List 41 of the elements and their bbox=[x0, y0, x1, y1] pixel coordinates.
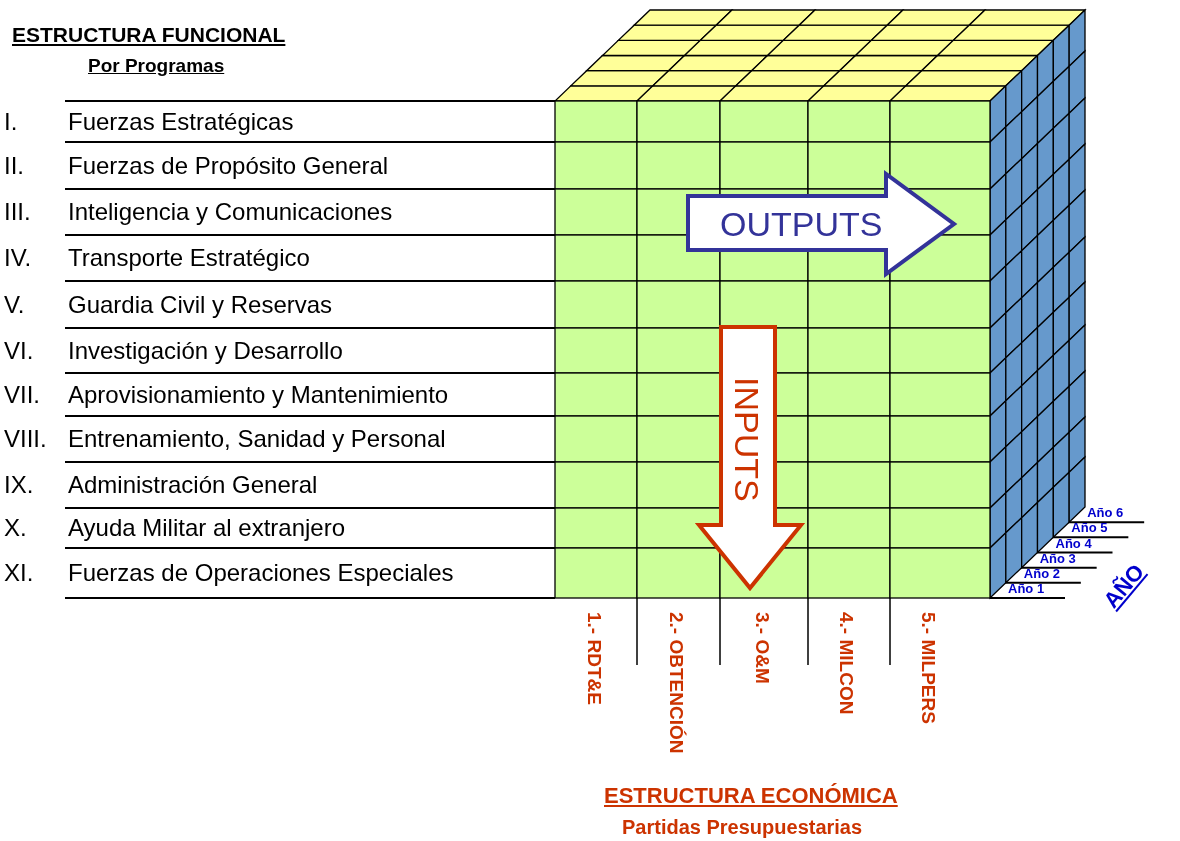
subheading: Por Programas bbox=[88, 56, 225, 75]
row-label: Fuerzas de Propósito General bbox=[68, 153, 389, 178]
row-numeral: II. bbox=[4, 153, 24, 178]
subheading: Partidas Presupuestarias bbox=[622, 817, 863, 837]
row-numeral: VI. bbox=[4, 338, 34, 363]
row-numeral: IX. bbox=[4, 473, 34, 497]
heading: ESTRUCTURA ECONÓMICA bbox=[604, 785, 898, 807]
row-label: Inteligencia y Comunicaciones bbox=[68, 200, 393, 224]
year-label: Año 6 bbox=[1087, 506, 1124, 520]
row-label: Ayuda Militar al extranjero bbox=[68, 516, 346, 540]
arrow-label: INPUTS bbox=[730, 377, 764, 502]
row-label: Fuerzas Estratégicas bbox=[68, 109, 294, 134]
row-numeral: X. bbox=[4, 516, 27, 540]
year-label: Año 4 bbox=[1055, 536, 1092, 550]
row-numeral: III. bbox=[4, 200, 31, 224]
heading: ESTRUCTURA FUNCIONAL bbox=[12, 24, 286, 45]
column-label: 2.- OBTENCIÓN bbox=[667, 612, 686, 754]
year-label: Año 5 bbox=[1071, 521, 1108, 535]
row-label: Fuerzas de Operaciones Especiales bbox=[68, 561, 454, 585]
year-label: Año 2 bbox=[1023, 566, 1060, 580]
row-label: Transporte Estratégico bbox=[68, 246, 310, 270]
row-label: Entrenamiento, Sanidad y Personal bbox=[68, 427, 446, 451]
row-numeral: VII. bbox=[4, 382, 40, 407]
row-numeral: XI. bbox=[4, 561, 34, 585]
row-numeral: I. bbox=[4, 109, 18, 134]
row-label: Guardia Civil y Reservas bbox=[68, 292, 333, 317]
row-label: Aprovisionamiento y Mantenimiento bbox=[68, 382, 449, 407]
row-numeral: V. bbox=[4, 292, 25, 317]
year-label: Año 1 bbox=[1008, 582, 1045, 595]
column-label: 5.- MILPERS bbox=[919, 612, 938, 724]
column-label: 1.- RDT&E bbox=[585, 612, 604, 705]
year-label: Año 3 bbox=[1039, 551, 1076, 565]
row-label: Investigación y Desarrollo bbox=[68, 338, 343, 363]
row-label: Administración General bbox=[68, 473, 318, 497]
down-arrow bbox=[697, 325, 803, 590]
column-label: 3.- O&M bbox=[753, 612, 772, 684]
row-numeral: VIII. bbox=[4, 427, 47, 451]
right-arrow bbox=[686, 172, 956, 276]
arrow-label: OUTPUTS bbox=[720, 207, 883, 241]
row-numeral: IV. bbox=[4, 246, 32, 270]
column-label: 4.- MILCON bbox=[837, 612, 856, 715]
